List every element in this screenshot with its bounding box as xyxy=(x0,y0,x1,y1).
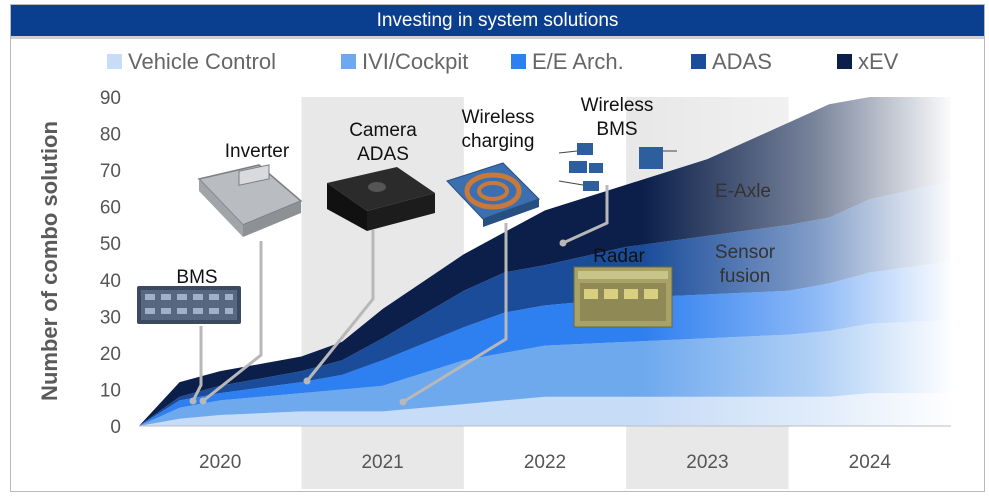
callout-line-0 xyxy=(191,326,203,402)
legend-swatch-1 xyxy=(341,54,356,69)
y-tick-30: 30 xyxy=(100,307,121,328)
callout-dot-3 xyxy=(399,398,407,406)
legend-label-4: xEV xyxy=(858,49,899,74)
x-tick-2024: 2024 xyxy=(849,452,892,473)
callout-dot-4 xyxy=(559,239,567,247)
wireless-charging-image xyxy=(446,162,540,227)
callout-line-1 xyxy=(202,241,263,403)
legend-swatch-2 xyxy=(511,54,526,69)
x-tick-2021: 2021 xyxy=(361,452,403,473)
legend: Vehicle Control IVI/Cockpit E/E Arch. ADAS x… xyxy=(107,49,899,74)
callout-line-3 xyxy=(402,223,508,404)
legend-label-1: IVI/Cockpit xyxy=(362,49,468,74)
y-tick-90: 90 xyxy=(100,88,121,109)
legend-label-0: Vehicle Control xyxy=(128,49,276,74)
x-tick-2020: 2020 xyxy=(199,452,241,473)
y-tick-70: 70 xyxy=(100,161,121,182)
bms-board-image xyxy=(137,286,241,324)
y-axis-label: Number of combo solution xyxy=(37,121,62,401)
callout-line-2 xyxy=(305,230,375,382)
chart-frame: Investing in system solutions 0 10 20 30 40 5… xyxy=(10,4,985,492)
callout-dot-0 xyxy=(189,397,197,405)
banner-title: Investing in system solutions xyxy=(11,5,984,36)
y-tick-0: 0 xyxy=(110,417,121,438)
legend-label-2: E/E Arch. xyxy=(532,49,624,74)
x-tick-2023: 2023 xyxy=(686,452,728,473)
camera-adas-image xyxy=(327,167,435,231)
callout-dot-1 xyxy=(199,397,207,405)
radar-board-image xyxy=(573,266,673,328)
y-tick-40: 40 xyxy=(100,271,121,292)
legend-label-3: ADAS xyxy=(712,49,772,74)
annotation-bms: BMS xyxy=(176,267,217,288)
annotation-e-axle: E-Axle xyxy=(715,181,771,202)
legend-swatch-3 xyxy=(691,54,706,69)
y-tick-60: 60 xyxy=(100,198,121,219)
annotation-inverter: Inverter xyxy=(225,141,290,162)
legend-swatch-4 xyxy=(837,54,852,69)
y-tick-50: 50 xyxy=(100,234,121,255)
wireless-bms-image xyxy=(558,143,677,191)
callout-dot-2 xyxy=(303,377,311,385)
axes: 0 10 20 30 40 50 60 70 80 90 2020 2021 2022 2023 2024 xyxy=(100,88,951,473)
y-tick-20: 20 xyxy=(100,344,121,365)
annotation-radar: Radar xyxy=(593,246,645,267)
callout-line-4 xyxy=(562,185,609,245)
legend-swatch-0 xyxy=(107,54,122,69)
banner-divider xyxy=(11,36,984,39)
y-tick-10: 10 xyxy=(100,380,121,401)
inverter-image xyxy=(197,164,303,237)
y-tick-80: 80 xyxy=(100,125,121,146)
x-tick-2022: 2022 xyxy=(524,452,566,473)
future-fade-overlay xyxy=(642,93,955,426)
